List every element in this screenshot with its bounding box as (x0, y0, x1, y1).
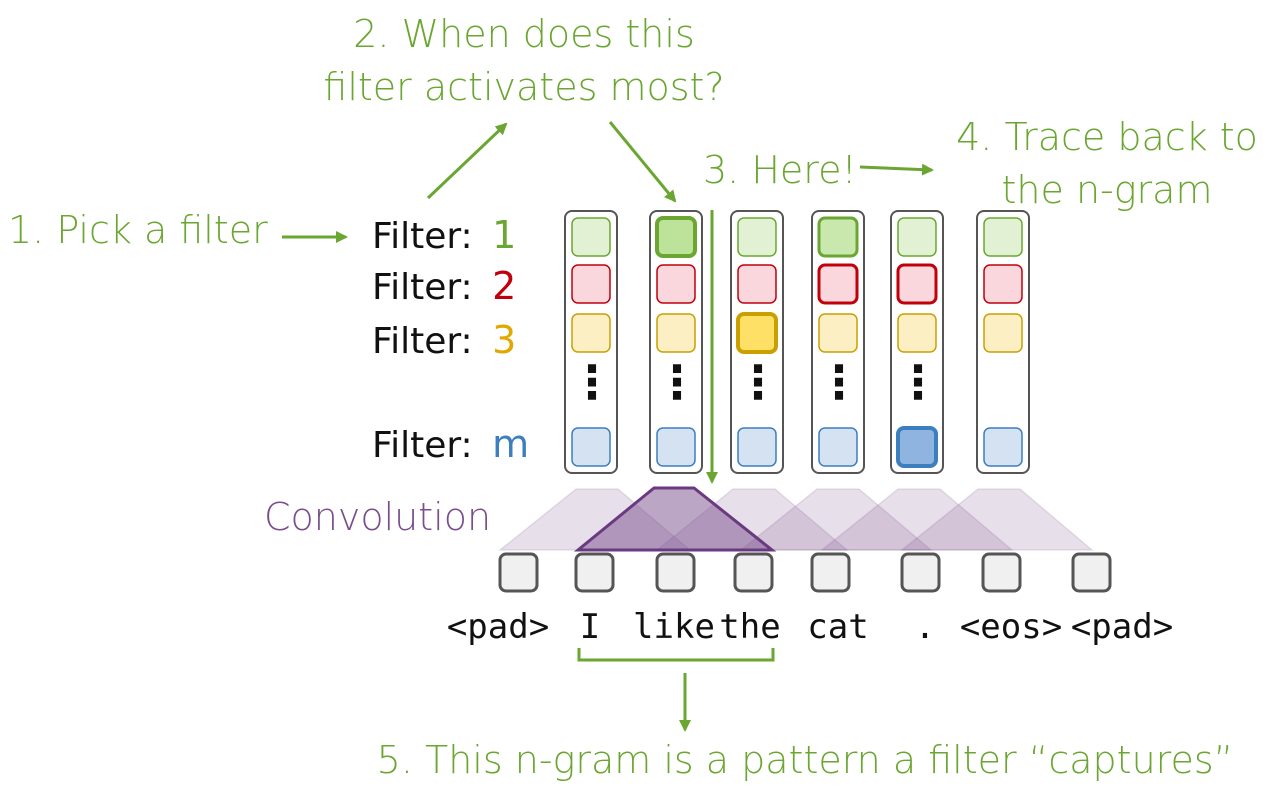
step-2-label-line1: 2. When does this (353, 12, 695, 56)
feature-cell (571, 313, 611, 353)
token-4: the (719, 607, 780, 647)
convolution-windows (497, 486, 1095, 552)
feature-cell (656, 313, 696, 353)
token-3: like (633, 607, 715, 647)
input-token-box (574, 552, 615, 593)
feature-cell (737, 264, 777, 304)
filter-label-m: Filter: m (372, 422, 529, 466)
feature-cell (818, 313, 858, 353)
step-4-label-line1: 4. Trace back to (956, 115, 1258, 159)
feature-column: ⋮ (811, 210, 865, 474)
conv-window (738, 488, 934, 551)
filter-label-2: Filter: 2 (372, 264, 516, 308)
feature-cell (737, 427, 777, 467)
input-token-box (733, 552, 774, 593)
feature-cell (571, 217, 611, 257)
arrow-up-to-question (426, 122, 508, 200)
feature-cell (571, 427, 611, 467)
feature-cell (983, 217, 1023, 257)
feature-cell (896, 426, 938, 468)
filter-3-id: 3 (492, 318, 516, 362)
filter-1-id: 1 (492, 213, 516, 257)
filter-m-prefix: Filter: (372, 425, 473, 466)
feature-cell (983, 313, 1023, 353)
feature-column: ⋮ (890, 210, 944, 474)
step-4-label-line2: the n-gram (1002, 168, 1213, 212)
filter-label-3: Filter: 3 (372, 318, 516, 362)
token-7: <eos> (960, 607, 1062, 647)
input-token-boxes (498, 552, 1112, 593)
ellipsis-dots: ⋮ (654, 355, 700, 409)
ellipsis-dots: ⋮ (895, 355, 941, 409)
convolution-label: Convolution (264, 495, 491, 539)
token-5: cat (807, 607, 868, 647)
token-6: . (915, 607, 935, 647)
step-3-label: 3. Here! (703, 148, 857, 192)
feature-cell (656, 264, 696, 304)
input-token-box (900, 552, 941, 593)
filter-2-id: 2 (492, 264, 516, 308)
arrow-to-trace (859, 163, 934, 176)
feature-cell (983, 264, 1023, 304)
feature-cell (655, 216, 697, 258)
token-2: I (580, 607, 600, 647)
feature-cell (737, 217, 777, 257)
feature-cell (897, 313, 937, 353)
token-8: <pad> (1071, 607, 1173, 647)
feature-cell (896, 263, 938, 305)
filter-label-1: Filter: 1 (372, 213, 516, 257)
feature-cell (571, 264, 611, 304)
conv-window-selected (573, 486, 777, 552)
conv-window (819, 488, 1015, 551)
feature-column: ⋮ (730, 210, 784, 474)
feature-column (976, 210, 1030, 474)
feature-cell (817, 216, 859, 258)
input-token-box (810, 552, 851, 593)
feature-cell (656, 427, 696, 467)
feature-column: ⋮ (564, 210, 618, 474)
step-1-label: 1. Pick a filter (8, 208, 268, 252)
filter-m-id: m (492, 422, 529, 466)
feature-cell (818, 427, 858, 467)
arrow-down-to-max (608, 121, 677, 203)
feature-cell (897, 217, 937, 257)
step-2-label-line2: filter activates most? (323, 65, 724, 109)
input-token-box (498, 552, 539, 593)
feature-column: ⋮ (649, 210, 703, 474)
step-5-label: 5. This n-gram is a pattern a filter “ca… (377, 738, 1234, 782)
input-token-box (655, 552, 696, 593)
filter-1-prefix: Filter: (372, 216, 473, 257)
ellipsis-dots: ⋮ (816, 355, 862, 409)
feature-cell (983, 427, 1023, 467)
filter-3-prefix: Filter: (372, 321, 473, 362)
ellipsis-dots: ⋮ (569, 355, 615, 409)
ngram-bracket (577, 648, 775, 662)
conv-window (899, 488, 1095, 551)
ellipsis-dots: ⋮ (735, 355, 781, 409)
feature-cell (736, 312, 778, 354)
filter-2-prefix: Filter: (372, 267, 473, 308)
feature-cell (817, 263, 859, 305)
token-1: <pad> (447, 607, 549, 647)
input-token-box (981, 552, 1022, 593)
feature-map-columns: ⋮ ⋮ ⋮ ⋮ ⋮ (564, 210, 1030, 474)
input-token-box (1071, 552, 1112, 593)
